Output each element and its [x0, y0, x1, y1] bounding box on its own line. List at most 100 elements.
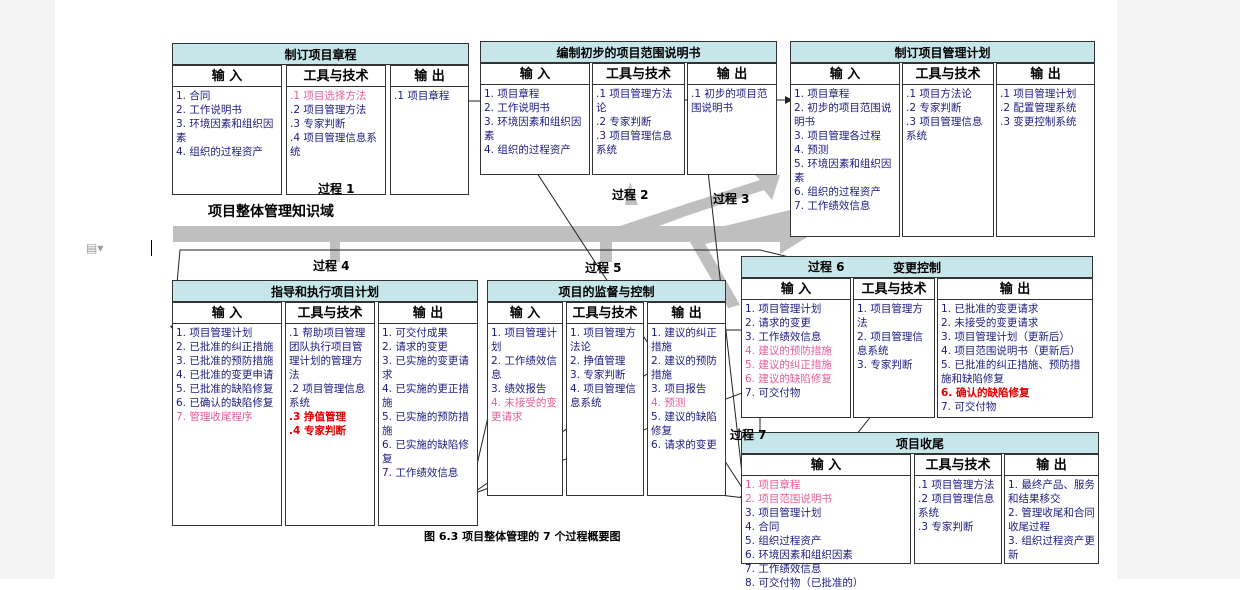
list-item: 7. 工作绩效信息 — [794, 200, 871, 212]
list-item: .1 初步的项目范围说明书 — [691, 88, 768, 114]
list-item: 3. 环境因素和组织因素 — [484, 116, 582, 142]
process-3-title: 制订项目管理计划 — [790, 41, 1095, 63]
list-item: 2. 请求的变更 — [745, 317, 811, 329]
list-item: 2. 请求的变更 — [382, 341, 448, 353]
process-4-tools: 工具与技术 .1 帮助项目管理团队执行项目管理计划的管理方法.2 项目管理信息系… — [285, 302, 375, 526]
list-item: 1. 项目管理方法 — [857, 303, 923, 329]
list-item: 4. 合同 — [745, 521, 780, 533]
list-item: 4. 预测 — [651, 397, 686, 409]
process-3-label: 过程 3 — [713, 192, 750, 206]
list-item: 4. 已实施的更正措施 — [382, 383, 469, 409]
list-item: 5. 已实施的预防措施 — [382, 411, 469, 437]
list-item: 5. 组织过程资产 — [745, 535, 822, 547]
list-item: 7. 可交付物 — [941, 401, 997, 413]
list-item: .1 项目管理方法 — [918, 479, 995, 491]
process-4-label: 过程 4 — [313, 259, 350, 273]
list-item: 3. 工作绩效信息 — [745, 331, 822, 343]
list-item: 6. 已确认的缺陷修复 — [176, 397, 274, 409]
list-item: 3. 专家判断 — [857, 359, 913, 371]
list-item: 4. 项目范围说明书（更新后） — [941, 345, 1081, 357]
list-item: 1. 项目管理计划 — [176, 327, 253, 339]
list-item: .3 项目管理信息系统 — [596, 130, 673, 156]
list-item: 1. 项目章程 — [484, 88, 540, 100]
process-1-outputs: 输 出 .1 项目章程 — [390, 65, 469, 195]
branch-down-5 — [600, 242, 612, 262]
list-item: 1. 合同 — [176, 90, 211, 102]
process-2-label: 过程 2 — [612, 188, 649, 202]
process-7-title: 项目收尾 — [741, 432, 1099, 454]
list-item: 7. 工作绩效信息 — [382, 467, 459, 479]
list-item: 4. 项目管理信息系统 — [570, 383, 636, 409]
list-item: 7. 可交付物 — [745, 387, 801, 399]
list-item: 3. 项目报告 — [651, 383, 707, 395]
list-item: 1. 最终产品、服务和结果移交 — [1008, 479, 1095, 505]
list-item: 1. 已批准的变更请求 — [941, 303, 1039, 315]
list-item: 6. 环境因素和组织因素 — [745, 549, 853, 561]
list-item: 1. 可交付成果 — [382, 327, 448, 339]
list-item: 1. 项目章程 — [794, 88, 850, 100]
branch-down-4 — [330, 242, 340, 262]
list-item: 1. 项目章程 — [745, 479, 801, 491]
left-margin — [0, 0, 55, 579]
list-item: .3 项目管理信息系统 — [906, 116, 983, 142]
list-item: 2. 未接受的变更请求 — [941, 317, 1039, 329]
list-item: .1 项目方法论 — [906, 88, 972, 100]
list-item: 2. 已批准的纠正措施 — [176, 341, 274, 353]
list-item: 3. 组织过程资产更新 — [1008, 535, 1095, 561]
list-item: 2. 项目范围说明书 — [745, 493, 832, 505]
list-item: .2 项目管理信息系统 — [289, 383, 366, 409]
branch-arrow-up — [625, 182, 638, 205]
process-1-label: 过程 1 — [318, 182, 355, 196]
list-item: 6. 已实施的缺陷修复 — [382, 439, 469, 465]
process-2-title: 编制初步的项目范围说明书 — [480, 41, 777, 63]
list-item: 3. 项目管理各过程 — [794, 130, 881, 142]
list-item: 6. 请求的变更 — [651, 439, 717, 451]
right-margin — [1117, 0, 1240, 579]
list-item: 7. 管理收尾程序 — [176, 411, 253, 423]
list-item: .2 项目管理方法 — [290, 104, 367, 116]
list-item: 5. 建议的缺陷修复 — [651, 411, 717, 437]
process-3-tools: 工具与技术 .1 项目方法论.2 专家判断.3 项目管理信息系统 — [902, 63, 994, 237]
list-item: 4. 已批准的变更申请 — [176, 369, 274, 381]
process-1-tools: 工具与技术 .1 项目选择方法.2 项目管理方法.3 专家判断.4 项目管理信息… — [286, 65, 386, 195]
list-item: 2. 初步的项目范围说明书 — [794, 102, 892, 128]
list-item: 1. 建议的纠正措施 — [651, 327, 717, 353]
list-item: 1. 项目管理方法论 — [570, 327, 636, 353]
process-3-outputs: 输 出 .1 项目管理计划.2 配置管理系统.3 变更控制系统 — [996, 63, 1095, 237]
text-cursor — [151, 240, 152, 256]
list-item: 5. 已批准的纠正措施、预防措施和缺陷修复 — [941, 359, 1081, 385]
list-item: 2. 工作说明书 — [484, 102, 550, 114]
list-item: 5. 建议的纠正措施 — [745, 359, 832, 371]
list-item: .1 项目管理计划 — [1000, 88, 1077, 100]
process-6-title: 变更控制 — [741, 256, 1093, 278]
list-item: 7. 工作绩效信息 — [745, 563, 822, 575]
list-item: 2. 建议的预防措施 — [651, 355, 717, 381]
list-item: 4. 组织的过程资产 — [176, 146, 263, 158]
list-item: .3 专家判断 — [918, 521, 974, 533]
list-item: 2. 工作绩效信息 — [491, 355, 557, 381]
process-5-label: 过程 5 — [585, 261, 622, 275]
list-item: .3 专家判断 — [290, 118, 346, 130]
knowledge-area-title: 项目整体管理知识域 — [208, 204, 334, 220]
list-item: 4. 预测 — [794, 144, 829, 156]
list-item: .1 项目章程 — [394, 90, 450, 102]
list-item: .1 项目管理方法论 — [596, 88, 673, 114]
list-item: 6. 确认的缺陷修复 — [941, 387, 1030, 399]
list-item: .2 专家判断 — [596, 116, 652, 128]
list-item: .3 变更控制系统 — [1000, 116, 1077, 128]
process-7-tools: 工具与技术 .1 项目管理方法.2 项目管理信息系统.3 专家判断 — [914, 454, 1002, 564]
process-2-outputs: 输 出 .1 初步的项目范围说明书 — [687, 63, 777, 175]
list-item: 3. 项目管理计划 — [745, 507, 822, 519]
list-item: 3. 环境因素和组织因素 — [176, 118, 274, 144]
